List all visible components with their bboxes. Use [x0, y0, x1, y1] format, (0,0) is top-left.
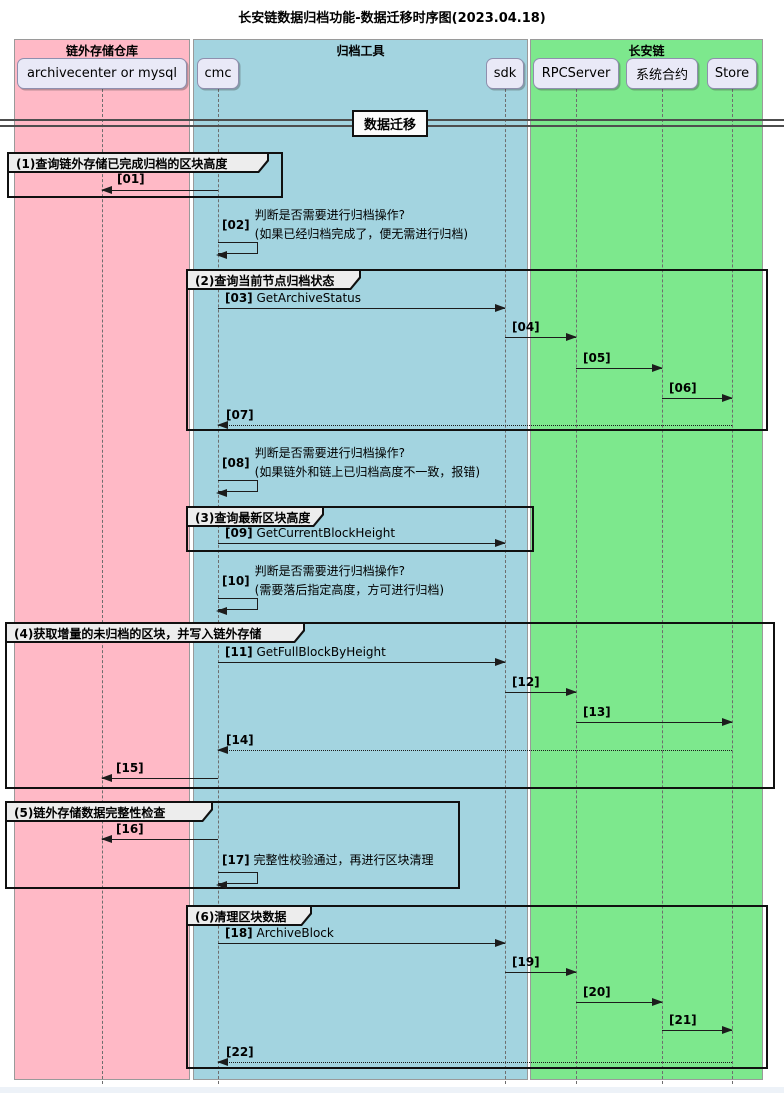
- diagram-title: 长安链数据归档功能-数据迁移时序图(2023.04.18): [238, 11, 546, 26]
- message-21-label: [21]: [669, 1013, 697, 1027]
- lane-title-offchain-storage: 链外存储仓库: [65, 44, 138, 58]
- participant-archivecenter: archivecenter or mysql: [17, 58, 187, 89]
- frame-1-label: (1)查询链外存储已完成归档的区块高度: [16, 156, 228, 171]
- participant-cmc: cmc: [197, 58, 239, 89]
- message-19-arrow: [505, 968, 577, 976]
- frame-3-query-latest-block-height: (3)查询最新区块高度: [186, 506, 534, 552]
- message-22-label: [22]: [226, 1045, 254, 1059]
- message-17-label: [17] 完整性校验通过，再进行区块清理: [222, 853, 434, 867]
- message-18-label: [18] ArchiveBlock: [225, 926, 334, 940]
- message-11-label: [11] GetFullBlockByHeight: [225, 645, 386, 659]
- participant-system-contract: 系统合约: [626, 58, 698, 89]
- lifeline-cmc: [218, 89, 219, 1084]
- message-04-label: [04]: [512, 320, 540, 334]
- lifeline-store: [732, 89, 733, 1084]
- lane-title-changan-chain: 长安链: [628, 44, 665, 58]
- message-10-label: [10] 判断是否需要进行归档操作?(需要落后指定高度，方可进行归档): [222, 564, 445, 597]
- message-01-arrow: [101, 186, 218, 194]
- bottom-strip: [0, 1087, 784, 1093]
- lane-title-archive-tool: 归档工具: [336, 44, 385, 58]
- message-05-label: [05]: [583, 351, 611, 365]
- message-01-label: [01]: [117, 172, 145, 186]
- frame-5-label: (5)链外存储数据完整性检查: [14, 805, 166, 820]
- lifeline-archivecenter: [102, 89, 103, 1084]
- message-22-arrow: [217, 1058, 732, 1066]
- frame-2-query-node-archive-status: (2)查询当前节点归档状态: [186, 269, 768, 431]
- message-09-arrow: [218, 539, 506, 547]
- message-07-arrow: [217, 421, 732, 429]
- message-02-self-arrow: [216, 242, 258, 259]
- message-03-label: [03] GetArchiveStatus: [225, 291, 362, 305]
- lifeline-sdk: [505, 89, 506, 1084]
- message-11-arrow: [218, 658, 506, 666]
- message-12-arrow: [505, 688, 577, 696]
- message-06-arrow: [662, 394, 733, 402]
- message-08-self-arrow: [216, 480, 258, 497]
- lifeline-system-contract: [662, 89, 663, 1084]
- message-18-arrow: [218, 939, 506, 947]
- lifeline-rpcserver: [576, 89, 577, 1084]
- message-15-label: [15]: [116, 761, 144, 775]
- message-14-label: [14]: [226, 733, 254, 747]
- participant-sdk: sdk: [486, 58, 524, 89]
- message-13-label: [13]: [583, 705, 611, 719]
- message-08-label: [08] 判断是否需要进行归档操作?(如果链外和链上已归档高度不一致，报错): [222, 446, 481, 479]
- message-06-label: [06]: [669, 381, 697, 395]
- message-19-label: [19]: [512, 955, 540, 969]
- frame-2-label: (2)查询当前节点归档状态: [195, 273, 335, 288]
- message-15-arrow: [101, 774, 218, 782]
- frame-1-query-archived-height: (1)查询链外存储已完成归档的区块高度: [7, 152, 283, 198]
- message-12-label: [12]: [512, 675, 540, 689]
- message-05-arrow: [576, 364, 663, 372]
- message-17-self-arrow: [216, 872, 258, 889]
- message-04-arrow: [505, 333, 577, 341]
- message-20-label: [20]: [583, 985, 611, 999]
- message-09-label: [09] GetCurrentBlockHeight: [225, 526, 396, 540]
- message-20-arrow: [576, 998, 663, 1006]
- message-21-arrow: [662, 1026, 733, 1034]
- participant-rpcserver: RPCServer: [533, 58, 619, 89]
- message-16-label: [16]: [116, 822, 144, 836]
- message-13-arrow: [576, 718, 733, 726]
- message-14-arrow: [217, 746, 732, 754]
- frame-3-label: (3)查询最新区块高度: [195, 510, 311, 525]
- message-07-label: [07]: [226, 408, 254, 422]
- divider-label: 数据迁移: [352, 110, 428, 137]
- frame-4-fetch-unarchived-blocks: (4)获取增量的未归档的区块，并写入链外存储: [5, 622, 775, 789]
- frame-6-label: (6)清理区块数据: [195, 909, 287, 924]
- frame-5-integrity-check: (5)链外存储数据完整性检查: [5, 801, 460, 889]
- message-03-arrow: [218, 304, 506, 312]
- frame-6-clean-block-data: (6)清理区块数据: [186, 905, 768, 1069]
- message-16-arrow: [101, 835, 218, 843]
- participant-store: Store: [707, 58, 757, 89]
- message-02-label: [02] 判断是否需要进行归档操作?(如果已经归档完成了，便无需进行归档): [222, 208, 469, 241]
- frame-4-label: (4)获取增量的未归档的区块，并写入链外存储: [14, 626, 262, 641]
- message-10-self-arrow: [216, 598, 258, 615]
